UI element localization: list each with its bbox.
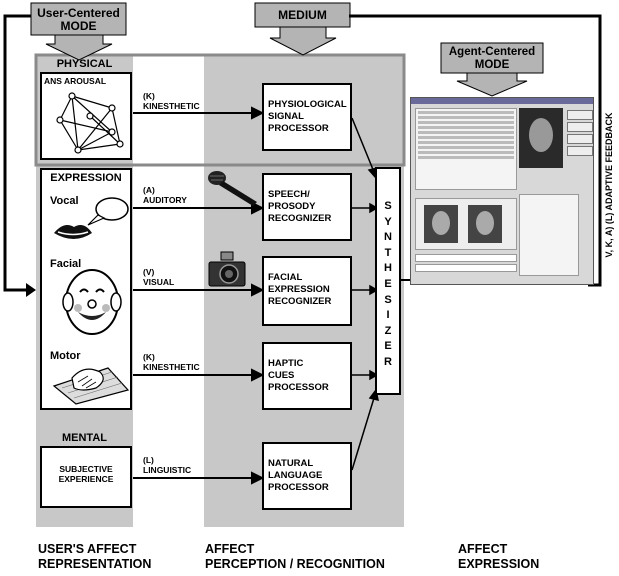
synthesizer-letter-4: H <box>384 262 392 275</box>
natural-language-processor: NATURAL LANGUAGE PROCESSOR <box>262 442 352 510</box>
subjective-line1: SUBJECTIVE <box>59 464 113 474</box>
facial-label: Facial <box>50 258 82 270</box>
channel-1-name: KINESTHETIC <box>143 101 200 111</box>
synthesizer-letter-2: N <box>384 231 392 244</box>
agent-centered-mode-label: Agent-Centered MODE <box>441 46 543 71</box>
caption-perception-line1: AFFECT <box>205 542 255 556</box>
subjective-line2: EXPERIENCE <box>58 474 114 484</box>
synthesizer-letter-10: R <box>384 355 392 368</box>
channel-1-code: (K) <box>143 91 155 101</box>
caption-user-affect-line1: USER'S AFFECT <box>38 542 137 556</box>
synthesizer-letter-8: Z <box>384 324 392 337</box>
channel-2-name: AUDITORY <box>143 195 187 205</box>
channel-5-name: LINGUISTIC <box>143 465 192 475</box>
user-centered-mode-label: User-Centered MODE <box>31 7 126 33</box>
subjective-experience-box <box>40 446 132 508</box>
smiling-face-icon <box>62 269 122 335</box>
user-centered-mode-line2: MODE <box>60 19 97 33</box>
synthesizer-letter-0: S <box>384 200 392 212</box>
caption-user-affect-line2: REPRESENTATION <box>38 557 152 571</box>
caption-perception-line2: PERCEPTION / RECOGNITION <box>205 557 385 571</box>
caption-perception: AFFECT PERCEPTION / RECOGNITION <box>205 542 385 572</box>
feedback-arrowhead <box>26 283 36 297</box>
channel-5-label: (L) LINGUISTIC <box>143 455 191 475</box>
channel-1-label: (K) KINESTHETIC <box>143 91 200 111</box>
network-graph-icon <box>56 92 124 154</box>
agent-centered-mode-line2: MODE <box>474 58 510 71</box>
motor-label: Motor <box>50 350 81 362</box>
synthesizer-letter-9: E <box>384 340 392 353</box>
channel-4-label: (K) KINESTHETIC <box>143 352 200 372</box>
expression-label: EXPRESSION <box>50 172 122 184</box>
caption-affect-expression: AFFECT EXPRESSION <box>458 542 539 572</box>
microphone-icon <box>208 171 257 206</box>
user-centered-mode-arrow <box>30 2 127 61</box>
subjective-experience-label: SUBJECTIVE EXPERIENCE <box>40 464 132 484</box>
speech-prosody-recognizer: SPEECH/ PROSODY RECOGNIZER <box>262 173 352 241</box>
synth-arrows <box>351 117 410 471</box>
agent-centered-mode-line1: Agent-Centered <box>448 46 536 58</box>
vocal-label: Vocal <box>50 195 79 207</box>
caption-user-affect: USER'S AFFECT REPRESENTATION <box>38 542 151 572</box>
ans-arousal-label: ANS AROUSAL <box>44 76 107 86</box>
lips-icon <box>54 225 92 239</box>
synthesizer-letter-5: E <box>384 277 392 290</box>
channel-4-name: KINESTHETIC <box>143 362 200 372</box>
channel-3-name: VISUAL <box>143 277 175 287</box>
medium-mode-label: MEDIUM <box>278 8 327 22</box>
physical-band <box>34 53 406 167</box>
user-centered-mode-line1: User-Centered <box>37 6 120 20</box>
channel-3-label: (V) VISUAL <box>143 267 174 287</box>
synthesizer-letter-6: S <box>384 293 392 306</box>
avatar-face-icon <box>519 108 563 168</box>
facial-expression-recognizer: FACIAL EXPRESSION RECOGNIZER <box>262 256 352 326</box>
synthesizer-letter-1: Y <box>384 215 392 228</box>
agent-interface-screenshot <box>410 97 594 285</box>
channel-arrows <box>133 106 265 485</box>
feedback-line-left <box>3 14 31 292</box>
lips-and-speech-bubble <box>54 197 129 239</box>
channel-3-code: (V) <box>143 267 155 277</box>
physiological-signal-processor: PHYSIOLOGICAL SIGNAL PROCESSOR <box>262 83 352 151</box>
mental-label: MENTAL <box>61 432 107 444</box>
caption-expression-line2: EXPRESSION <box>458 557 540 571</box>
speech-bubble-icon <box>87 197 129 226</box>
physical-label: PHYSICAL <box>56 58 113 70</box>
adaptive-feedback-text: V, K, A) (L) ADAPTIVE FEEDBACK <box>604 112 614 258</box>
adaptive-feedback-label: V, K, A) (L) ADAPTIVE FEEDBACK <box>601 75 617 295</box>
channel-5-code: (L) <box>143 455 154 465</box>
synthesizer-letter-7: I <box>386 309 390 322</box>
caption-expression-line1: AFFECT <box>458 542 508 556</box>
channel-2-label: (A) AUDITORY <box>143 185 187 205</box>
hand-on-keyboard-icon <box>52 367 130 405</box>
synthesizer-letter-3: T <box>384 246 392 259</box>
haptic-cues-processor: HAPTIC CUES PROCESSOR <box>262 342 352 410</box>
channel-2-code: (A) <box>143 185 155 195</box>
agent-centered-mode-arrow <box>440 42 544 97</box>
medium-mode-arrow <box>254 2 351 56</box>
feedback-line-top <box>349 14 602 287</box>
channel-4-code: (K) <box>143 352 155 362</box>
camera-icon <box>208 251 246 287</box>
